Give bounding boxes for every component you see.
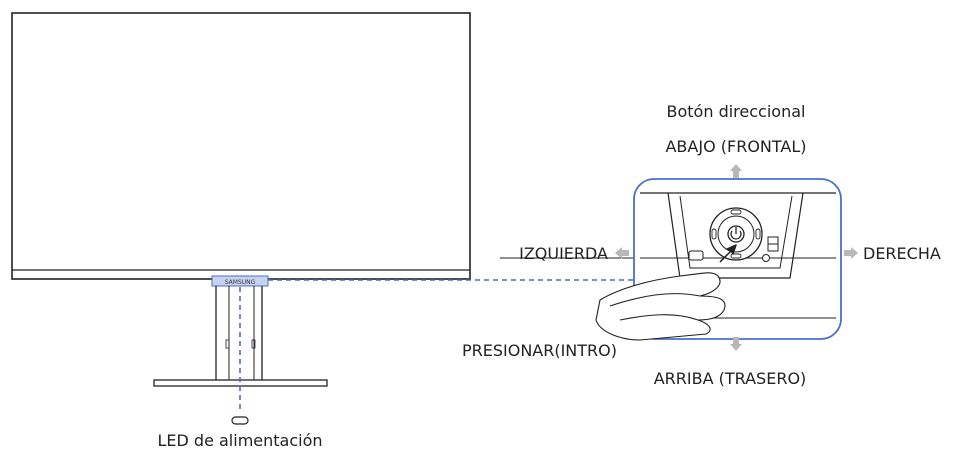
direction-arrows — [615, 164, 858, 351]
arrow-up-icon — [730, 164, 742, 178]
finger-icon — [595, 272, 726, 341]
led-indicator — [231, 416, 249, 425]
press-arrow-icon — [719, 244, 737, 263]
logo-plate — [211, 275, 269, 287]
label-down-front: ABAJO (FRONTAL) — [665, 137, 806, 156]
arrow-left-icon — [615, 247, 629, 259]
monitor-stand — [153, 286, 328, 387]
arrow-down-icon — [730, 337, 742, 351]
samsung-logo: SAMSUNG — [225, 279, 256, 286]
arrow-right-icon — [844, 247, 858, 259]
label-press-enter: PRESIONAR(INTRO) — [462, 341, 617, 360]
status-led-icon — [688, 250, 704, 261]
zoom-callout — [500, 178, 842, 341]
label-button-title: Botón direccional — [667, 102, 806, 121]
monitor: SAMSUNG — [11, 12, 471, 287]
monitor-screen — [11, 12, 471, 280]
label-up-rear: ARRIBA (TRASERO) — [654, 369, 807, 388]
label-power-led: LED de alimentación — [157, 431, 322, 450]
label-right: DERECHA — [863, 244, 941, 263]
label-left: IZQUIERDA — [519, 244, 608, 263]
